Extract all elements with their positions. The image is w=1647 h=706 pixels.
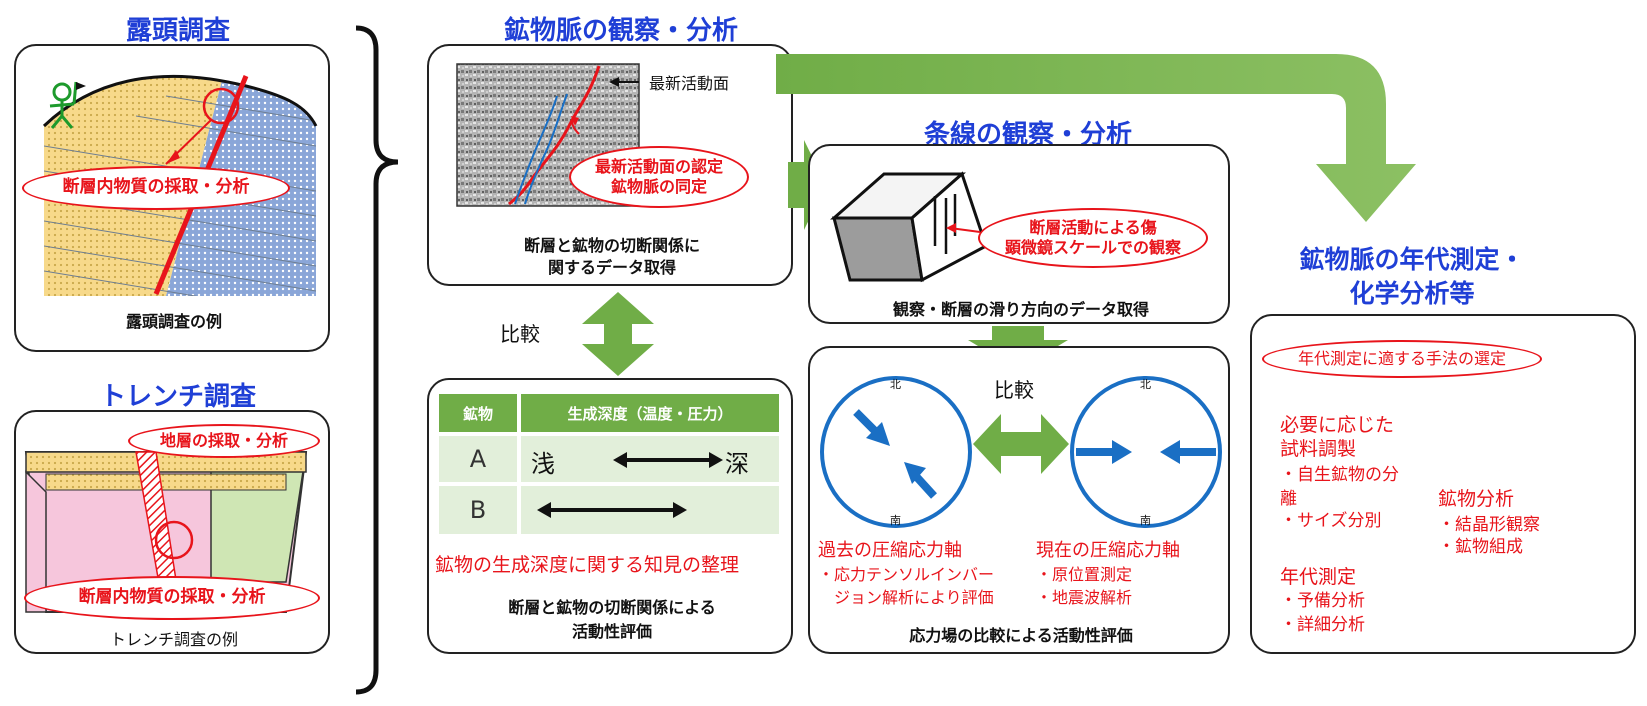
prep-title-line1: 必要に応じた (1280, 414, 1395, 436)
mineral-analysis-item-1: ・結晶形観察 (1438, 515, 1540, 535)
striation-oval-line2: 顕微鏡スケールでの観察 (1004, 238, 1181, 257)
age-title: 年代測定 (1280, 566, 1357, 588)
depth-row-b-arrow (537, 502, 687, 518)
depth-knowledge-text: 鉱物の生成深度に関する知見の整理 (435, 554, 740, 576)
mineral-analysis-item-2: ・鉱物組成 (1438, 537, 1523, 557)
latest-surface-label: 最新活動面 (649, 74, 730, 93)
outcrop-sampling-oval: 断層内物質の採取・分析 (22, 166, 290, 210)
depth-caption-line2: 活動性評価 (571, 622, 652, 641)
trench-panel: 地層の採取・分析 断層内物質の採取・分析 トレンチ調査の例 (14, 410, 330, 654)
depth-row-b-mineral: B (439, 486, 517, 534)
past-stress-title: 過去の圧縮応力軸 (818, 540, 962, 561)
stress-compare-label: 比較 (994, 378, 1034, 402)
present-stress-compass (1070, 376, 1222, 528)
flow-arrow-to-dating (776, 54, 1416, 222)
dating-method-oval: 年代測定に適する手法の選定 (1262, 340, 1542, 378)
trench-illustration (24, 451, 308, 613)
present-north-label: 北 (1140, 378, 1151, 391)
compare-updown-arrow (582, 292, 654, 376)
past-south-label: 南 (890, 514, 901, 527)
stress-panel: 比較 北 南 北 南 過去の圧縮応力軸 ・応力テンソルインバー ジョン解析により… (808, 346, 1230, 654)
depth-row-a-shallow: 浅 (531, 450, 555, 478)
depth-caption-line1: 断層と鉱物の切断関係による (508, 598, 716, 617)
striation-oval-line1: 断層活動による傷 (1029, 218, 1157, 237)
prep-item2: ・サイズ分別 (1280, 511, 1382, 531)
depth-row-b-range (521, 486, 779, 534)
past-stress-item-line2: ジョン解析により評価 (834, 588, 994, 607)
stress-caption: 応力場の比較による活動性評価 (909, 626, 1133, 645)
depth-header-mineral: 鉱物 (439, 394, 517, 432)
past-north-label: 北 (890, 378, 901, 391)
vein-caption-line1: 断層と鉱物の切断関係に (523, 236, 700, 255)
outcrop-title: 露頭調査 (125, 16, 230, 46)
dating-title-line1: 鉱物脈の年代測定・ (1299, 245, 1525, 274)
trench-sampling-oval: 断層内物質の採取・分析 (24, 576, 320, 620)
trench-strata-oval: 地層の採取・分析 (128, 424, 320, 458)
present-south-label: 南 (1140, 514, 1151, 527)
vein-oval-line1: 最新活動面の認定 (594, 157, 723, 176)
compare-left-label: 比較 (500, 322, 540, 346)
striation-observe-oval: 断層活動による傷 顕微鏡スケールでの観察 (978, 208, 1208, 268)
outcrop-caption: 露頭調査の例 (125, 312, 222, 331)
dating-title-line2: 化学分析等 (1349, 279, 1475, 308)
prep-item1-line2: 離 (1280, 489, 1297, 509)
prep-item1-line1: ・自生鉱物の分 (1280, 465, 1399, 485)
outcrop-panel: 断層内物質の採取・分析 露頭調査の例 (14, 44, 330, 352)
trench-title: トレンチ調査 (99, 382, 256, 412)
vein-caption-line2: 関するデータ取得 (547, 258, 676, 277)
prep-title-line2: 試料調製 (1280, 438, 1357, 460)
depth-row-a-mineral: A (439, 436, 517, 482)
depth-header-depth: 生成深度（温度・圧力） (521, 394, 779, 432)
depth-row-a-arrow (613, 452, 723, 468)
depth-row-a-range: 浅 深 (521, 436, 779, 482)
present-stress-item-1: ・原位置測定 (1036, 565, 1133, 584)
vein-micrograph (456, 63, 640, 207)
present-stress-item-2: ・地震波解析 (1036, 588, 1133, 607)
vein-oval-line2: 鉱物脈の同定 (610, 177, 707, 196)
depth-row-a-deep: 深 (725, 450, 749, 478)
past-stress-compass (820, 376, 972, 528)
flow-arrow-to-striation (788, 140, 826, 230)
stress-compare-arrow (973, 414, 1069, 474)
vein-identify-oval: 最新活動面の認定 鉱物脈の同定 (569, 146, 749, 208)
striation-block-illustration (830, 171, 988, 283)
trench-caption: トレンチ調査の例 (109, 630, 238, 649)
striation-panel: 断層活動による傷 顕微鏡スケールでの観察 観察・断層の滑り方向のデータ取得 (808, 144, 1230, 324)
dating-panel: 年代測定に適する手法の選定 必要に応じた 試料調製 ・自生鉱物の分 離 ・サイズ… (1250, 314, 1636, 654)
striation-caption: 観察・断層の滑り方向のデータ取得 (892, 300, 1149, 319)
grouping-brace (355, 25, 399, 695)
vein-title: 鉱物脈の観察・分析 (503, 16, 738, 46)
mineral-analysis-title: 鉱物分析 (1438, 488, 1515, 510)
age-item-1: ・予備分析 (1280, 591, 1365, 611)
present-stress-title: 現在の圧縮応力軸 (1036, 540, 1180, 561)
vein-panel: 最新活動面 最新活動面の認定 鉱物脈の同定 断層と鉱物の切断関係に 関するデータ… (427, 44, 793, 286)
past-stress-item-line1: ・応力テンソルインバー (818, 565, 995, 584)
age-item-2: ・詳細分析 (1280, 615, 1365, 635)
depth-panel: 鉱物 生成深度（温度・圧力） A 浅 深 B 鉱物の生成深度に関する知見の整理 … (427, 378, 793, 654)
